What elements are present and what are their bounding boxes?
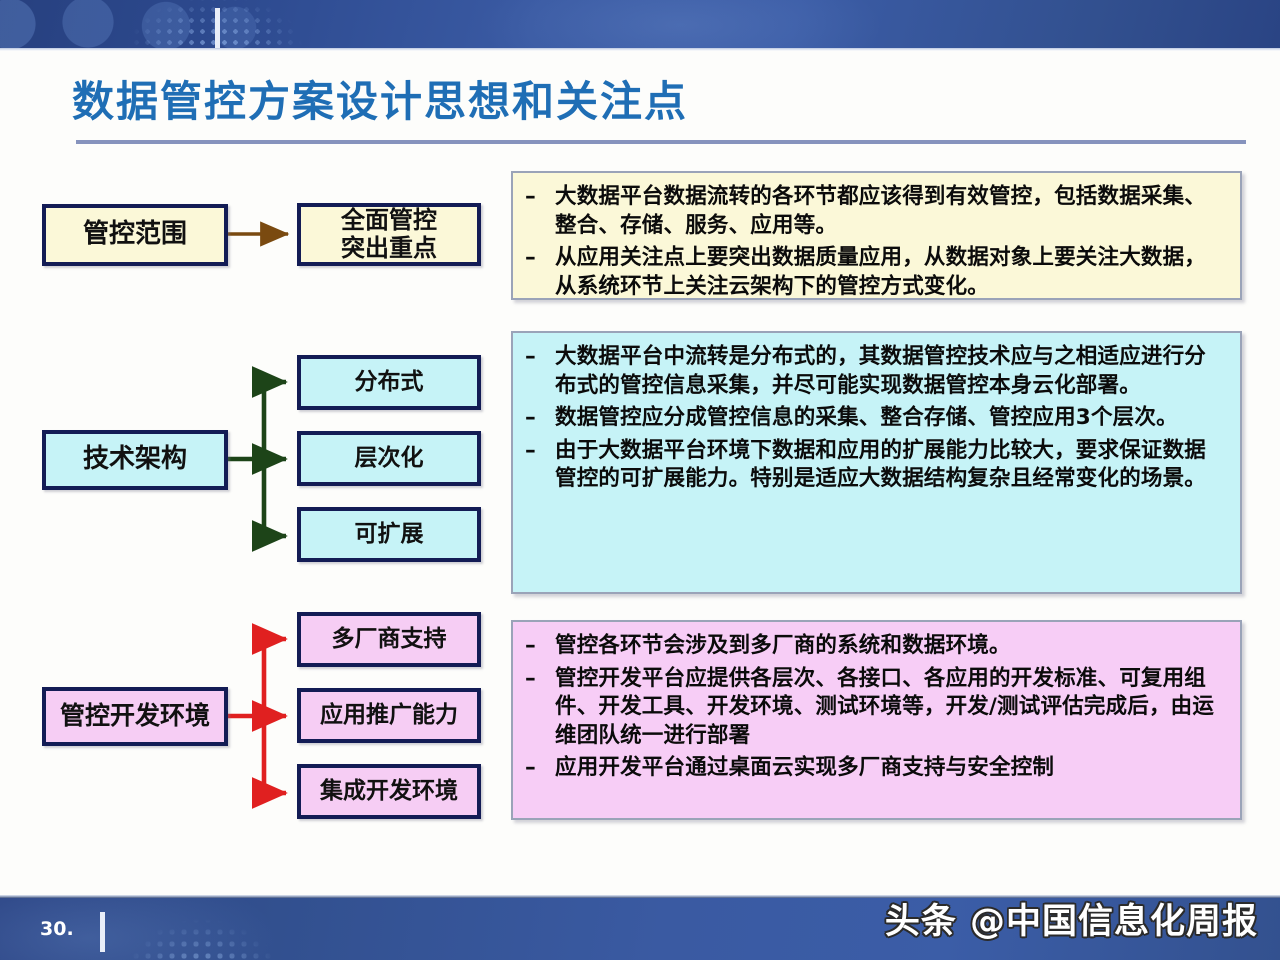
bullet-marker: – [525,665,536,691]
bullet-text: 管控各环节会涉及到多厂商的系统和数据环境。 [555,633,1011,658]
bullet-text: 大数据平台数据流转的各环节都应该得到有效管控，包括数据采集、整合、存储、服务、应… [555,184,1207,238]
watermark-text: 头条 @中国信息化周报 [884,902,1258,942]
bullet-text: 应用开发平台通过桌面云实现多厂商支持与安全控制 [555,755,1055,781]
title-underline [76,140,1246,144]
node-tech-1[interactable]: 层次化 [297,431,481,486]
panel-bullet: – 从应用关注点上要突出数据质量应用，从数据对象上要关注大数据，从系统环节上关注… [525,244,1226,301]
node-devenv-1[interactable]: 应用推广能力 [297,688,481,743]
bullet-marker: – [525,755,536,781]
arrow-group-devenv [228,623,288,809]
bullet-marker: – [525,405,536,431]
bullet-marker: – [525,184,536,209]
panel-bullet: – 大数据平台数据流转的各环节都应该得到有效管控，包括数据采集、整合、存储、服务… [525,183,1226,240]
bottom-banner-edge [0,895,1280,898]
bullet-text: 数据管控应分成管控信息的采集、整合存储、管控应用3个层次。 [555,405,1178,431]
panel-bullet: – 大数据平台中流转是分布式的，其数据管控技术应与之相适应进行分布式的管控信息采… [525,343,1226,400]
panel-bullet: – 由于大数据平台环境下数据和应用的扩展能力比较大，要求保证数据管控的可扩展能力… [525,437,1226,494]
bullet-marker: – [525,344,536,369]
panel-bullet: – 应用开发平台通过桌面云实现多厂商支持与安全控制 [525,754,1226,783]
banner-glow-decoration [470,0,890,48]
bullet-text: 管控开发平台应提供各层次、各接口、各应用的开发标准、可复用组件、开发工具、开发环… [555,665,1215,748]
arrow-group-tech [228,366,288,552]
top-banner-edge [0,48,1280,51]
bullet-text: 大数据平台中流转是分布式的，其数据管控技术应与之相适应进行分布式的管控信息采集，… [555,344,1207,398]
panel-bullet: – 管控开发平台应提供各层次、各接口、各应用的开发标准、可复用组件、开发工具、开… [525,665,1226,751]
top-banner [0,0,1280,48]
bullet-text: 从应用关注点上要突出数据质量应用，从数据对象上要关注大数据，从系统环节上关注云架… [555,245,1207,299]
node-line: 全面管控 [341,206,437,235]
page-title: 数据管控方案设计思想和关注点 [72,77,689,126]
bullet-marker: – [525,633,536,658]
node-tech-0[interactable]: 分布式 [297,355,481,410]
node-devenv-0[interactable]: 多厂商支持 [297,612,481,667]
bottom-banner: 30. 头条 @中国信息化周报 [0,898,1280,960]
bullet-marker: – [525,437,536,463]
group-label-dev-environment[interactable]: 管控开发环境 [42,687,228,746]
top-banner-accent-bar [215,8,220,48]
node-devenv-2[interactable]: 集成开发环境 [297,764,481,819]
panel-scope: – 大数据平台数据流转的各环节都应该得到有效管控，包括数据采集、整合、存储、服务… [511,171,1242,300]
bullet-text: 由于大数据平台环境下数据和应用的扩展能力比较大，要求保证数据管控的可扩展能力。特… [555,437,1207,492]
bottom-banner-accent-bar [100,912,105,952]
bullet-marker: – [525,245,536,271]
banner-halftone-decoration [120,0,320,48]
node-scope-0[interactable]: 全面管控 突出重点 [297,203,481,266]
node-line: 突出重点 [341,233,437,262]
group-label-scope[interactable]: 管控范围 [42,204,228,266]
panel-bullet: – 管控各环节会涉及到多厂商的系统和数据环境。 [525,632,1226,661]
panel-bullet: – 数据管控应分成管控信息的采集、整合存储、管控应用3个层次。 [525,404,1226,433]
panel-dev-environment: – 管控各环节会涉及到多厂商的系统和数据环境。 – 管控开发平台应提供各层次、各… [511,620,1242,820]
bottom-halftone-decoration [130,902,330,960]
group-label-tech-architecture[interactable]: 技术架构 [42,430,228,490]
page-number: 30. [40,918,74,940]
node-tech-2[interactable]: 可扩展 [297,507,481,562]
panel-tech-architecture: – 大数据平台中流转是分布式的，其数据管控技术应与之相适应进行分布式的管控信息采… [511,331,1242,594]
